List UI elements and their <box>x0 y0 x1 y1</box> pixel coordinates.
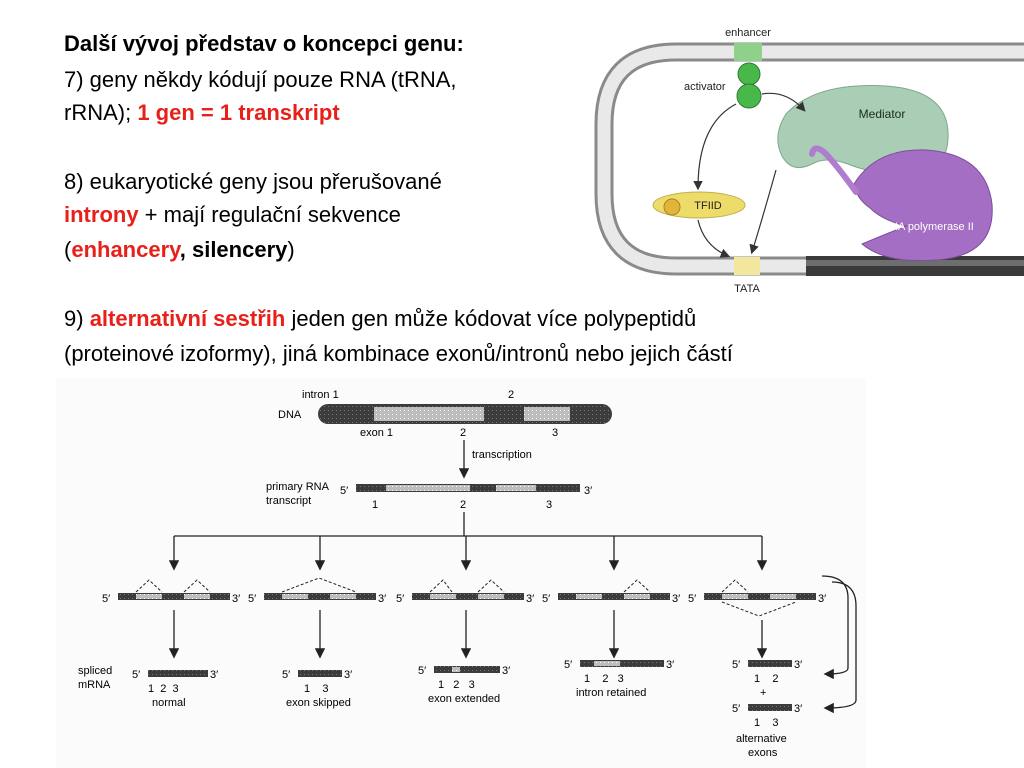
point-7-line-2: rRNA); 1 gen = 1 transkript <box>64 99 340 126</box>
alternative-splicing-term: alternativní sestřih <box>89 306 286 331</box>
mediator-label: Mediator <box>859 107 906 121</box>
svg-text:3′: 3′ <box>526 593 534 605</box>
svg-text:1 2 3: 1 2 3 <box>438 679 475 691</box>
point-8-rest: + mají regulační sekvence <box>138 202 401 227</box>
point-9-rest: jeden gen může kódovat více polypeptidů <box>285 306 697 331</box>
alternative-splicing-diagram: intron 1 2 DNA exon 1 2 3 transcription … <box>56 378 866 768</box>
primary-exon-2: 2 <box>460 499 466 511</box>
svg-text:5′: 5′ <box>396 593 404 605</box>
product-alternative: 5′ 3′ 1 2 + 5′ 3′ 1 3 alternative exons <box>732 659 802 759</box>
slide-heading: Další vývoj představ o koncepci genu: <box>64 31 464 56</box>
point-8-line-1: 8) eukaryotické geny jsou přerušované <box>64 169 442 194</box>
svg-text:5′: 5′ <box>688 593 696 605</box>
svg-text:5′: 5′ <box>282 669 290 681</box>
svg-text:5′: 5′ <box>542 593 550 605</box>
svg-text:+: + <box>760 687 766 699</box>
one-gene-one-transcript: 1 gen = 1 transkript <box>137 100 340 125</box>
tfiid-to-tata-arrow <box>697 219 731 258</box>
svg-text:5′: 5′ <box>732 703 740 715</box>
mediator-to-tata-arrow <box>749 169 777 255</box>
point-7-text: rRNA); <box>64 100 138 125</box>
silencery-term: , silencery <box>179 237 288 262</box>
intron-2-label: 2 <box>508 389 514 401</box>
variant-extended-pre: 5′ 3′ <box>396 579 534 605</box>
primary-rna-label-2: transcript <box>266 495 311 507</box>
svg-text:5′: 5′ <box>102 593 110 605</box>
exon-3-label: 3 <box>552 427 558 439</box>
variant-retained-pre: 5′ 3′ <box>542 579 680 605</box>
tata-label: TATA <box>734 283 760 295</box>
product-extended: 5′ 3′ 1 2 3 exon extended <box>418 665 510 705</box>
enhancer-segment <box>734 43 762 61</box>
svg-text:3′: 3′ <box>794 703 802 715</box>
enhancer-label: enhancer <box>725 27 771 39</box>
paren-open: ( <box>64 237 72 262</box>
alternative-label-2: exons <box>748 747 778 759</box>
point-9-line-1: 9) alternativní sestřih jeden gen může k… <box>64 305 696 332</box>
enhancer-mediator-diagram: enhancer TATA activator Mediator RNA pol… <box>594 27 1024 295</box>
rna-polymerase-label: RNA polymerase II <box>882 221 974 233</box>
svg-text:3′: 3′ <box>502 665 510 677</box>
primary-3-prime: 3′ <box>584 485 592 497</box>
point-9-prefix: 9) <box>64 306 90 331</box>
svg-text:3′: 3′ <box>232 593 240 605</box>
exon-extended-label: exon extended <box>428 693 500 705</box>
primary-exon-3: 3 <box>546 499 552 511</box>
introny-term: introny <box>64 202 139 227</box>
exon-1-label: exon 1 <box>360 427 393 439</box>
svg-text:5′: 5′ <box>732 659 740 671</box>
svg-text:3′: 3′ <box>378 593 386 605</box>
product-normal: 5′ 3′ 1 2 3 normal <box>132 669 218 709</box>
intron-1-label: intron 1 <box>302 389 339 401</box>
normal-label: normal <box>152 697 186 709</box>
svg-text:3′: 3′ <box>794 659 802 671</box>
svg-text:3′: 3′ <box>818 593 826 605</box>
activator-to-tfiid-arrow <box>693 103 737 191</box>
point-7-line-1: 7) geny někdy kódují pouze RNA (tRNA, <box>64 67 457 92</box>
primary-exon-1: 1 <box>372 499 378 511</box>
rna-polymerase-shape <box>853 149 993 262</box>
svg-text:1 2: 1 2 <box>754 673 778 685</box>
tfiid-label: TFIID <box>694 200 722 212</box>
svg-text:1 2 3: 1 2 3 <box>584 673 624 685</box>
svg-text:1 2 3: 1 2 3 <box>148 683 179 695</box>
exon-2-label: 2 <box>460 427 466 439</box>
activator-label: activator <box>684 81 726 93</box>
point-8-line-3: (enhancery, silencery) <box>64 236 295 263</box>
svg-text:3′: 3′ <box>210 669 218 681</box>
primary-5-prime: 5′ <box>340 485 348 497</box>
activator-upper <box>737 62 761 86</box>
transcription-label: transcription <box>472 449 532 461</box>
enhancery-term: enhancery <box>71 237 180 262</box>
spliced-label-1: spliced <box>78 665 112 677</box>
exon-skipped-label: exon skipped <box>286 697 351 709</box>
primary-rna-label-1: primary RNA <box>266 481 330 493</box>
svg-text:1 3: 1 3 <box>754 717 778 729</box>
spliced-label-2: mRNA <box>78 679 111 691</box>
dna-label: DNA <box>278 409 302 421</box>
svg-text:5′: 5′ <box>248 593 256 605</box>
activator-to-mediator-arrow <box>761 92 806 112</box>
point-8-line-2: introny + mají regulační sekvence <box>64 201 401 228</box>
product-skipped: 5′ 3′ 1 3 exon skipped <box>282 669 352 709</box>
intron-retained-label: intron retained <box>576 687 646 699</box>
paren-close: ) <box>287 237 295 262</box>
tata-segment <box>734 257 760 275</box>
product-retained: 5′ 3′ 1 2 3 intron retained <box>564 659 674 699</box>
variant-normal-pre: 5′ 3′ <box>102 579 240 605</box>
svg-text:3′: 3′ <box>672 593 680 605</box>
svg-text:3′: 3′ <box>666 659 674 671</box>
variant-alternative-pre: 5′ 3′ <box>688 579 826 617</box>
activator-lower <box>736 83 762 109</box>
alternative-label-1: alternative <box>736 733 787 745</box>
variant-skipped-pre: 5′ 3′ <box>248 577 386 605</box>
svg-text:5′: 5′ <box>564 659 572 671</box>
svg-text:1 3: 1 3 <box>304 683 328 695</box>
point-9-line-2: (proteinové izoformy), jiná kombinace ex… <box>64 341 733 366</box>
svg-text:5′: 5′ <box>418 665 426 677</box>
svg-text:3′: 3′ <box>344 669 352 681</box>
svg-text:5′: 5′ <box>132 669 140 681</box>
